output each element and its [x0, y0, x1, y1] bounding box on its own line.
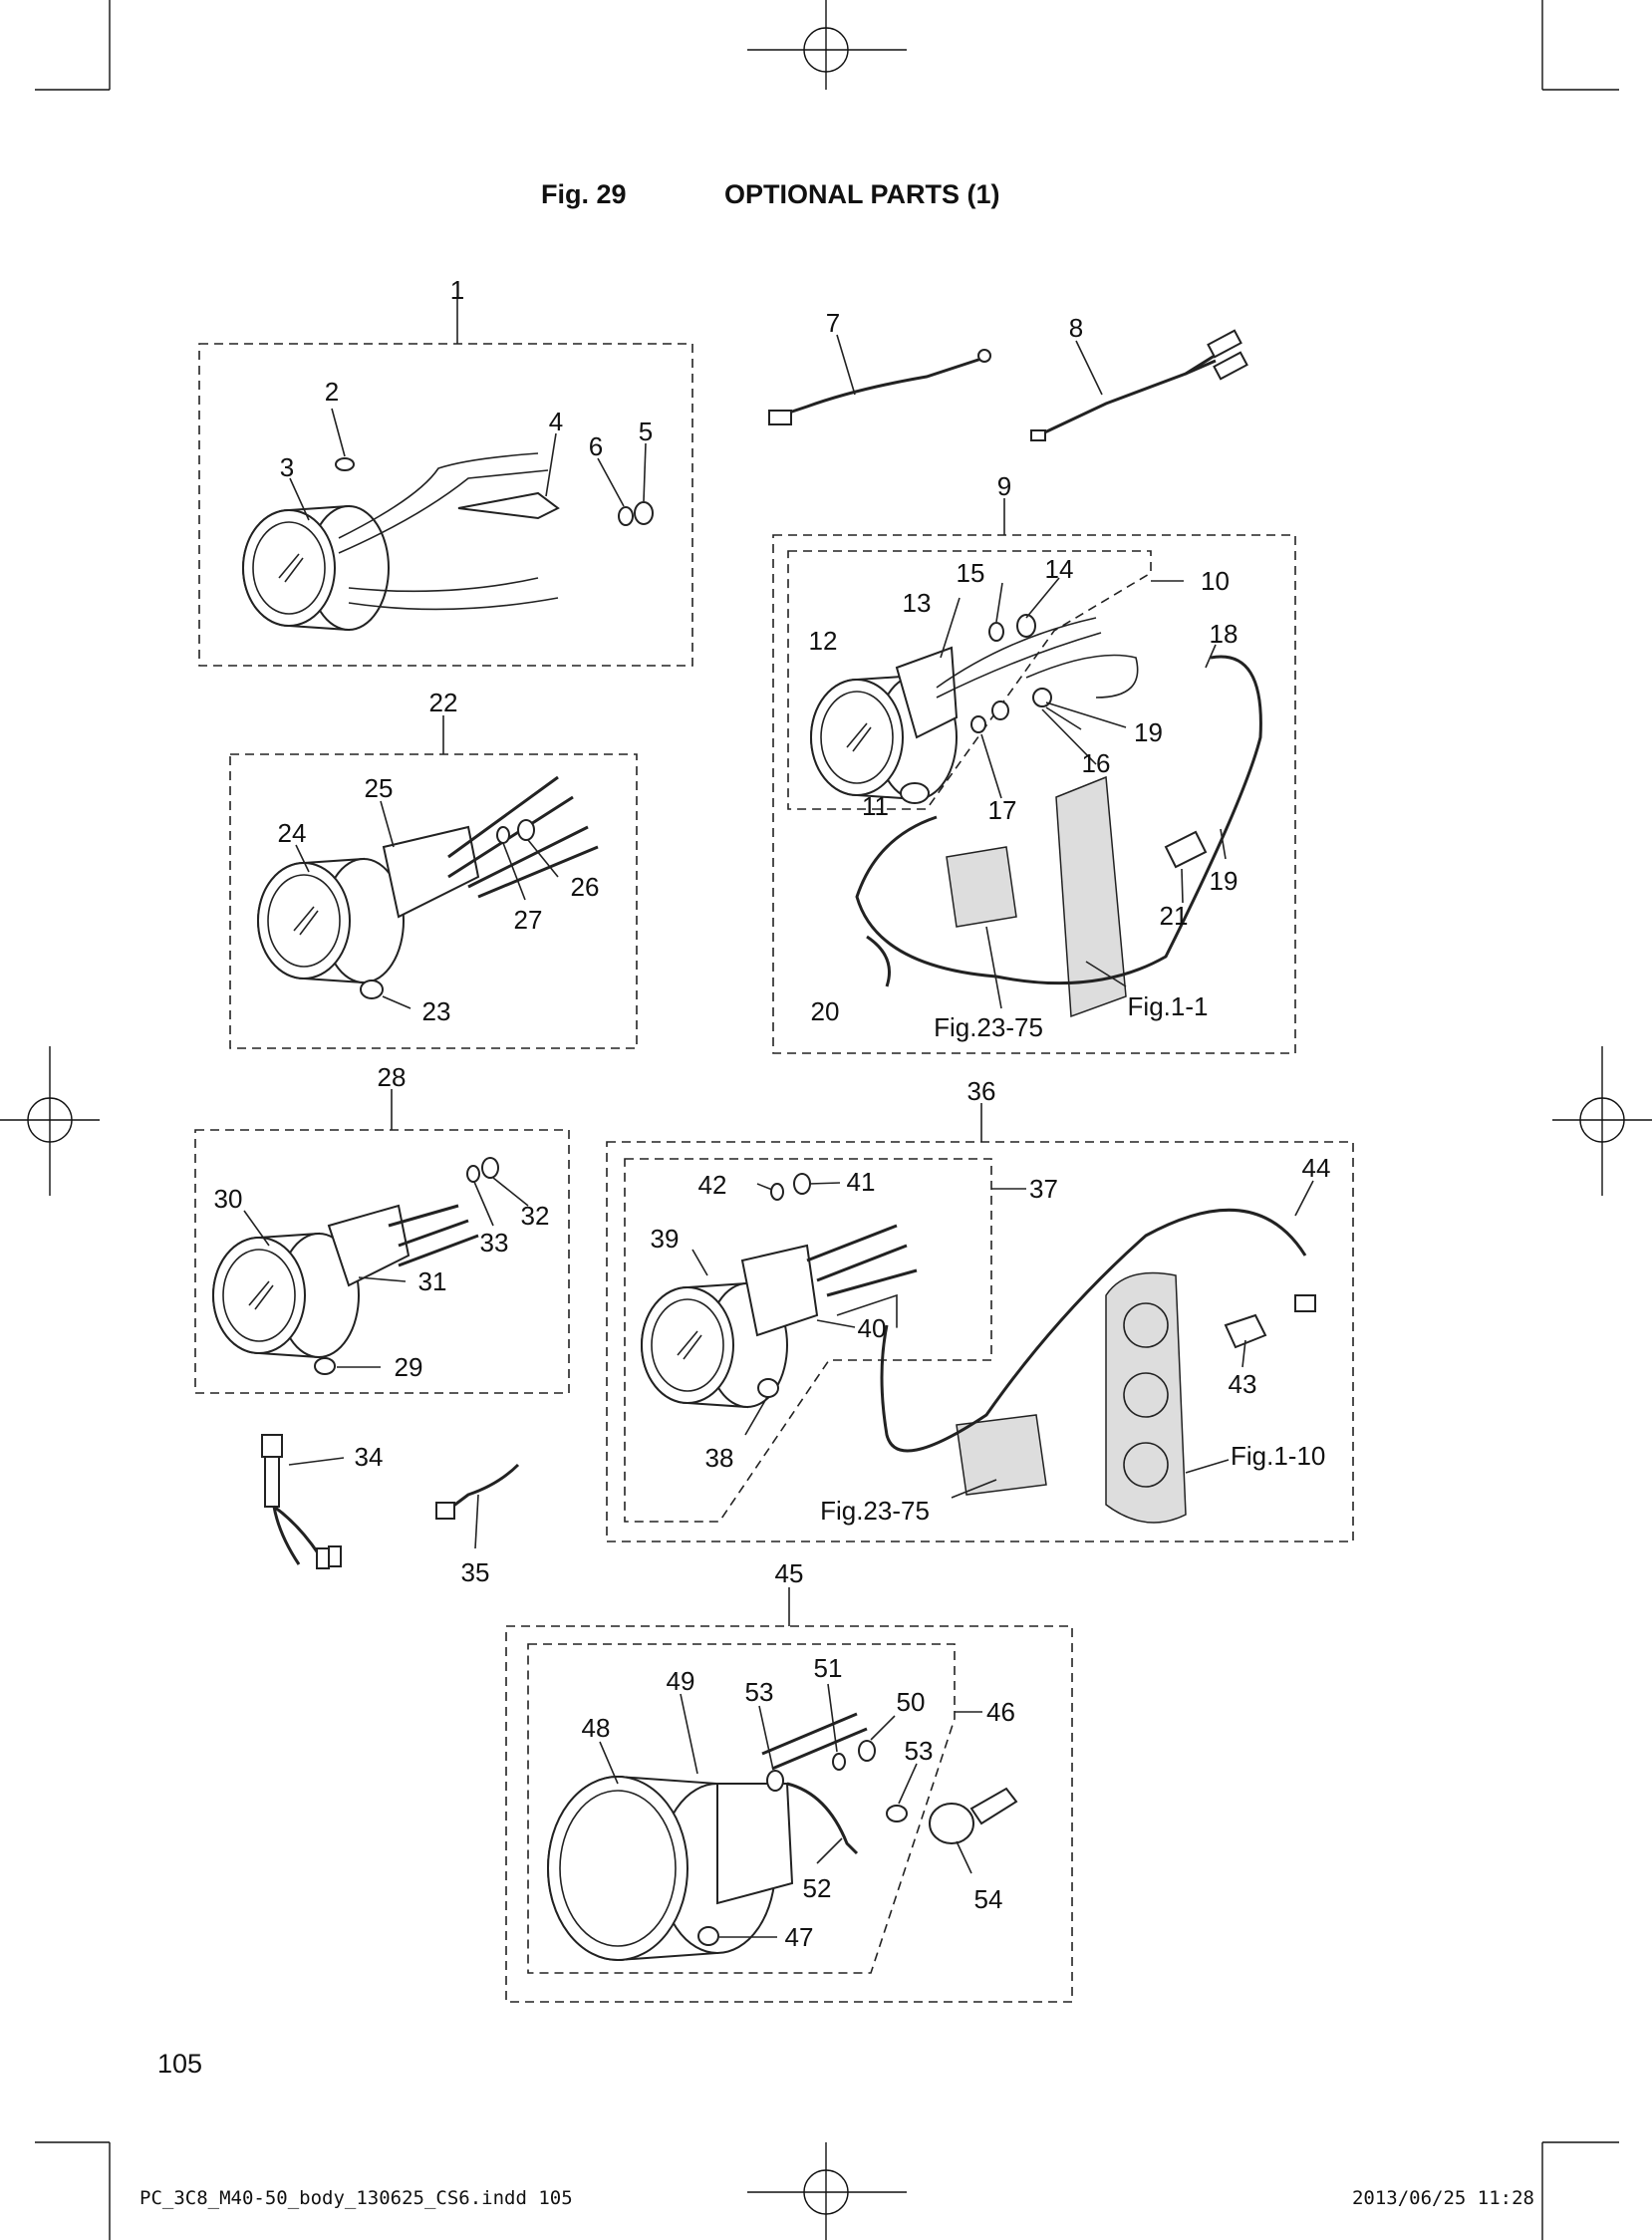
callout-26: 26 [571, 872, 600, 902]
callout-20: 20 [811, 996, 840, 1026]
callout-18: 18 [1210, 619, 1239, 649]
callout-29: 29 [395, 1352, 423, 1382]
callout-13: 13 [903, 588, 932, 618]
group-36-speedometer [606, 1103, 1354, 1542]
callout-30: 30 [214, 1184, 243, 1214]
callout-3: 3 [280, 452, 294, 482]
callout-11: 11 [862, 791, 889, 821]
parts-7-8-harnesses [768, 329, 1248, 441]
callout-52: 52 [803, 1873, 832, 1903]
callout-31: 31 [418, 1266, 447, 1296]
callout-24: 24 [278, 818, 307, 848]
callout-50: 50 [897, 1687, 926, 1717]
callout-9: 9 [997, 471, 1011, 501]
callout-17: 17 [988, 795, 1017, 825]
callout-5: 5 [639, 417, 653, 446]
callout-14: 14 [1045, 554, 1074, 584]
callout-45: 45 [775, 1558, 804, 1588]
callout-43: 43 [1229, 1369, 1257, 1399]
callout-51: 51 [814, 1653, 843, 1683]
callout-53b: 53 [905, 1736, 934, 1766]
callout-47: 47 [785, 1922, 814, 1952]
group-9-water-pressure [772, 498, 1296, 1054]
group-45-fuel-management [505, 1587, 1073, 2003]
callout-25: 25 [365, 773, 394, 803]
callout-4: 4 [549, 407, 563, 436]
ref-fig1-10: Fig.1-10 [1231, 1441, 1325, 1471]
page-number: 105 [157, 2049, 202, 2079]
callout-10: 10 [1201, 566, 1230, 596]
callout-8: 8 [1069, 313, 1083, 343]
figure-title: OPTIONAL PARTS (1) [724, 179, 1000, 209]
group-1-tachometer [198, 299, 693, 667]
callout-34: 34 [355, 1442, 384, 1472]
figure-number: Fig. 29 [541, 179, 627, 209]
callout-28: 28 [378, 1062, 407, 1092]
ref-fig23-75-a: Fig.23-75 [934, 1012, 1043, 1042]
callout-2: 2 [325, 377, 339, 407]
callout-27: 27 [514, 905, 543, 935]
footer-file: PC_3C8_M40-50_body_130625_CS6.indd 105 [139, 2187, 573, 2209]
callout-48: 48 [582, 1713, 611, 1743]
callout-6: 6 [589, 431, 603, 461]
callout-12: 12 [809, 626, 838, 656]
callout-49: 49 [667, 1666, 695, 1696]
callout-53a: 53 [745, 1677, 774, 1707]
group-22-trim-meter [229, 715, 638, 1049]
callout-44: 44 [1302, 1153, 1331, 1183]
callout-1: 1 [450, 275, 464, 305]
footer-date: 2013/06/25 11:28 [1352, 2187, 1534, 2209]
callout-39: 39 [651, 1224, 680, 1254]
callout-21: 21 [1160, 901, 1189, 931]
callout-40: 40 [858, 1313, 887, 1343]
callout-22: 22 [429, 688, 458, 717]
callout-35: 35 [461, 1557, 490, 1587]
callout-16: 16 [1082, 748, 1111, 778]
callout-38: 38 [705, 1443, 734, 1473]
callout-42: 42 [698, 1170, 727, 1200]
callout-46: 46 [986, 1697, 1015, 1727]
callout-7: 7 [826, 308, 840, 338]
callout-15: 15 [957, 558, 985, 588]
callout-19b: 19 [1210, 866, 1239, 896]
callout-32: 32 [521, 1201, 550, 1231]
callout-23: 23 [422, 996, 451, 1026]
group-28-fuel-meter [194, 1089, 570, 1394]
callout-33: 33 [480, 1228, 509, 1258]
ref-fig23-75-b: Fig.23-75 [820, 1496, 930, 1526]
parts-34-35 [261, 1434, 520, 1569]
ref-fig1-1: Fig.1-1 [1128, 991, 1209, 1021]
callout-36: 36 [967, 1076, 996, 1106]
callout-19a: 19 [1134, 717, 1163, 747]
callout-41: 41 [847, 1167, 876, 1197]
callout-54: 54 [974, 1884, 1003, 1914]
callout-37: 37 [1029, 1174, 1058, 1204]
